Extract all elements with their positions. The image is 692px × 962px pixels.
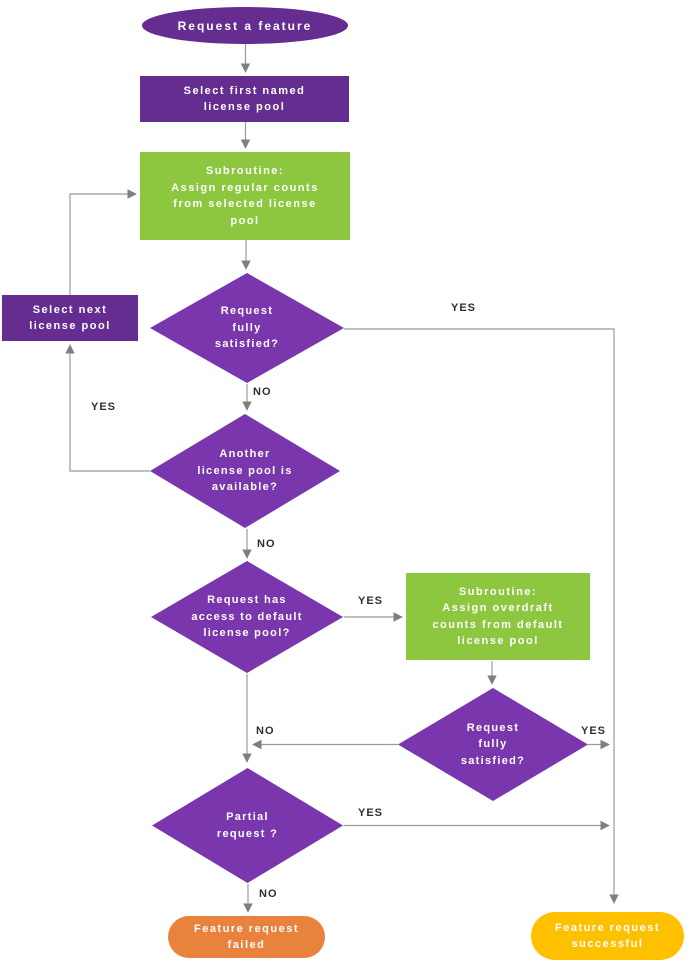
decision-partial-request-label: Partial request ? bbox=[216, 811, 279, 840]
decision-request-fully-satisfied-2-label: Request fully satisfied? bbox=[460, 721, 526, 767]
start-terminator: Request a feature bbox=[142, 7, 348, 44]
process-select-first-pool-label: Select first named license pool bbox=[183, 84, 306, 114]
subroutine-assign-overdraft-counts-label: Subroutine: Assign overdraft counts from… bbox=[432, 585, 564, 648]
edge-label-d5-yes: YES bbox=[358, 807, 384, 819]
decision-access-default-pool: Request has access to default license po… bbox=[151, 561, 343, 673]
decision-request-fully-satisfied-1: Request fully satisfied? bbox=[150, 273, 344, 383]
edge-label-d4-no: NO bbox=[256, 725, 275, 737]
terminator-feature-request-failed-label: Feature request failed bbox=[193, 922, 300, 952]
subroutine-assign-regular-counts: Subroutine: Assign regular counts from s… bbox=[140, 152, 350, 240]
terminator-feature-request-successful-label: Feature request successful bbox=[554, 921, 661, 951]
process-select-next-pool-label: Select next license pool bbox=[29, 303, 111, 333]
decision-another-pool-available-label: Another license pool is available? bbox=[197, 448, 293, 494]
subroutine-assign-overdraft-counts: Subroutine: Assign overdraft counts from… bbox=[406, 573, 590, 660]
decision-request-fully-satisfied-2: Request fully satisfied? bbox=[398, 688, 588, 801]
edge-label-d2-no: NO bbox=[257, 538, 276, 550]
edge-label-d1-no: NO bbox=[253, 386, 272, 398]
subroutine-assign-regular-counts-label: Subroutine: Assign regular counts from s… bbox=[171, 165, 319, 227]
edge-label-d4-yes: YES bbox=[581, 725, 607, 737]
edge-label-d3-yes: YES bbox=[358, 595, 384, 607]
process-select-next-pool: Select next license pool bbox=[2, 295, 138, 341]
terminator-feature-request-successful: Feature request successful bbox=[531, 912, 684, 960]
decision-another-pool-available: Another license pool is available? bbox=[150, 414, 340, 528]
edge-label-d5-no: NO bbox=[259, 888, 278, 900]
terminator-feature-request-failed: Feature request failed bbox=[168, 916, 325, 958]
decision-partial-request: Partial request ? bbox=[152, 768, 343, 883]
start-terminator-label: Request a feature bbox=[177, 18, 313, 33]
edge-label-d1-yes: YES bbox=[451, 302, 477, 314]
edge-select-next-to-sub-regular bbox=[69, 189, 137, 295]
decision-access-default-pool-label: Request has access to default license po… bbox=[191, 594, 303, 640]
process-select-first-pool: Select first named license pool bbox=[140, 76, 349, 122]
edge-label-d2-yes: YES bbox=[91, 401, 117, 413]
decision-request-fully-satisfied-1-label: Request fully satisfied? bbox=[214, 305, 280, 351]
